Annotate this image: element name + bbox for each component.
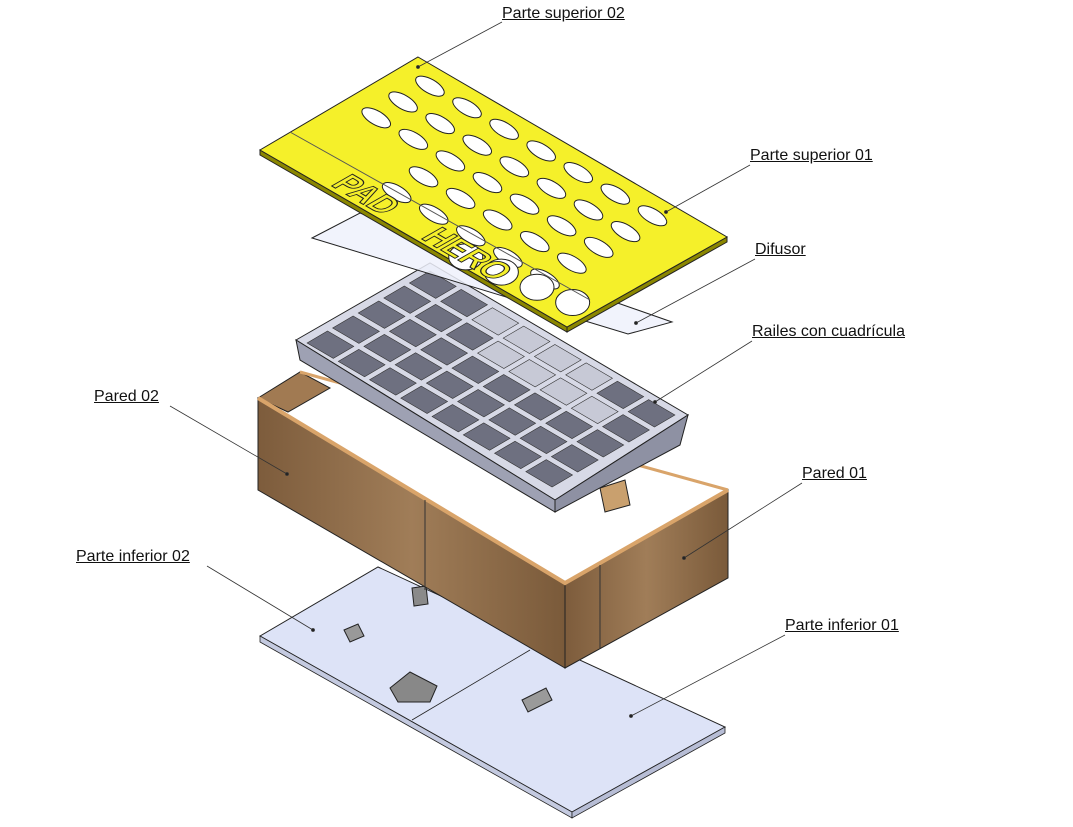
tray-cell <box>482 374 531 403</box>
tray-cell <box>570 395 619 425</box>
plate-slot <box>637 205 668 227</box>
plate-slot <box>583 236 614 258</box>
plate-slot <box>519 231 550 253</box>
tray-cell <box>513 392 562 421</box>
plate-slot <box>600 183 631 205</box>
tray-cell <box>420 337 469 366</box>
plate-slot <box>557 252 587 274</box>
plate-slot <box>445 187 476 209</box>
label-parte-superior-02[interactable]: Parte superior 02 <box>502 5 625 22</box>
tray-cell <box>337 348 386 378</box>
parte-inferior-part[interactable] <box>258 566 727 819</box>
tray-cell <box>488 407 537 436</box>
plate-slot <box>526 140 556 162</box>
tray-cell <box>525 459 574 488</box>
tray-cell <box>440 288 489 318</box>
tray-cell <box>457 389 505 418</box>
tray-cell <box>502 325 551 354</box>
tray-cell <box>363 333 412 363</box>
plate-slot <box>489 118 519 140</box>
tray-cell <box>477 340 525 369</box>
plate-slot <box>452 97 482 119</box>
tray-cell <box>550 444 599 473</box>
parte-superior-part[interactable]: PAD HERO <box>259 56 729 333</box>
tray-cell <box>357 300 406 329</box>
plate-slot <box>472 172 503 194</box>
tray-cell <box>462 422 511 451</box>
plate-slot <box>361 107 392 129</box>
plate-slot <box>425 113 455 135</box>
tray-cell <box>368 367 417 396</box>
plate-slot <box>546 215 577 237</box>
plate-slot <box>388 91 418 113</box>
tray-cell <box>576 429 625 458</box>
plate-slot <box>482 209 513 231</box>
label-parte-inferior-02[interactable]: Parte inferior 02 <box>76 548 190 565</box>
tray-cell <box>383 285 432 314</box>
tray-cell <box>596 380 645 410</box>
tray-cell <box>408 270 457 299</box>
label-pared-02[interactable]: Pared 02 <box>94 388 159 405</box>
tray-cell <box>332 315 380 344</box>
railes-part[interactable] <box>295 262 689 513</box>
label-railes[interactable]: Railes con cuadrícula <box>752 323 905 340</box>
tray-cell <box>627 399 676 428</box>
plate-slot <box>456 225 486 247</box>
tray-cell <box>431 404 480 433</box>
plate-slot <box>462 134 493 156</box>
tray-cell <box>451 355 500 384</box>
tray-cell <box>519 425 568 455</box>
plate-slot <box>408 166 439 188</box>
tray-cell <box>425 370 474 399</box>
plate-slot <box>563 162 594 184</box>
label-parte-inferior-01[interactable]: Parte inferior 01 <box>785 617 899 634</box>
tray-cell <box>306 330 355 359</box>
tray-cell <box>533 344 582 373</box>
label-pared-01[interactable]: Pared 01 <box>802 465 867 482</box>
label-difusor[interactable]: Difusor <box>755 241 806 258</box>
tray-cell <box>508 359 557 388</box>
plate-slot <box>509 193 540 215</box>
tray-cell <box>471 307 520 336</box>
tray-cell <box>539 377 588 406</box>
tray-cell <box>388 318 437 348</box>
tray-cell <box>394 352 443 381</box>
tray-cell <box>565 362 614 391</box>
plate-slot <box>418 203 449 225</box>
label-parte-superior-01[interactable]: Parte superior 01 <box>750 147 873 164</box>
plate-slot <box>573 199 604 221</box>
plate-round-hole <box>448 243 484 271</box>
leader-lines <box>169 21 803 718</box>
tray-cell <box>493 440 542 470</box>
tray-cell <box>602 414 650 443</box>
pared-part[interactable] <box>256 370 729 669</box>
tray-cell <box>545 410 594 440</box>
plate-round-hole <box>555 289 591 317</box>
plate-slot <box>499 156 530 178</box>
tray-cell <box>414 303 463 333</box>
plate-slot <box>610 221 641 243</box>
plate-round-hole <box>519 273 555 301</box>
plate-slot <box>398 128 429 150</box>
plate-slot <box>415 75 445 97</box>
plate-slot <box>435 150 466 172</box>
plate-round-hole <box>483 258 519 286</box>
plate-slot <box>536 177 567 199</box>
tray-cell <box>445 322 494 351</box>
tray-cell <box>400 385 449 414</box>
